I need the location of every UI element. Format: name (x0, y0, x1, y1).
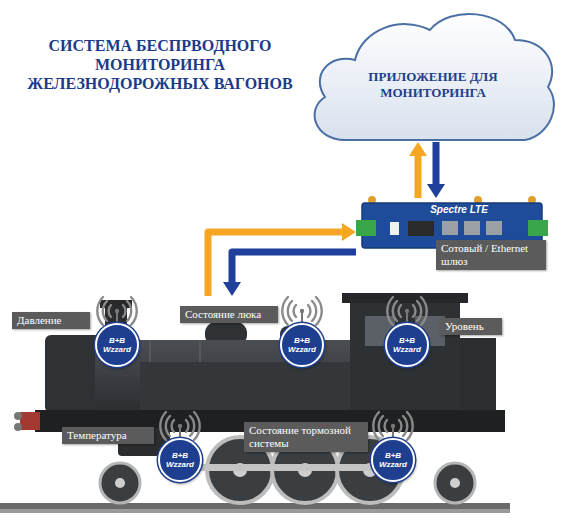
sensor-circle: B+B Wzzard (95, 323, 139, 367)
sensor-node: B+B Wzzard Состояние тормозной системы (244, 418, 419, 486)
connector-arrow (427, 142, 445, 198)
connector-line (208, 232, 346, 296)
sensor-circle: B+B Wzzard (280, 323, 324, 367)
sensor-node: B+B Wzzard Состояние люка (180, 296, 326, 368)
sensor-callout: Состояние люка (180, 306, 278, 323)
connector-line (433, 142, 440, 188)
diagram-title: СИСТЕМА БЕСПРВОДНОГО МОНИТОРИНГА ЖЕЛЕЗНО… (15, 36, 305, 93)
sensor-callout: Давление (12, 312, 90, 329)
arrow-head (342, 223, 356, 241)
sensor-circle: B+B Wzzard (385, 323, 429, 367)
sensor-callout: Уровень (440, 318, 502, 335)
sensor-node: B+B Wzzard Температура (62, 424, 208, 488)
connector-line (232, 252, 356, 286)
sensor-node: B+B Wzzard Уровень (382, 314, 504, 370)
arrow-head (427, 184, 445, 198)
rail (0, 503, 510, 509)
radio-waves (97, 297, 426, 440)
device-brand: Spectre LTE (414, 204, 504, 216)
sensor-callout: Температура (62, 427, 154, 444)
sensor-circle: B+B Wzzard (371, 438, 415, 482)
sensor-brand: B+B Wzzard (284, 336, 320, 354)
sensor-circle: B+B Wzzard (158, 438, 202, 482)
cloud-node: ПРИЛОЖЕНИЕ ДЛЯ МОНИТОРИНГА (300, 5, 562, 142)
sensor-brand: B+B Wzzard (389, 336, 425, 354)
sensor-brand: B+B Wzzard (99, 336, 135, 354)
sensor-callout: Состояние тормозной системы (244, 422, 368, 452)
sensor-node: B+B Wzzard Давление (12, 310, 142, 370)
gateway-node: Spectre LTE Сотовый / Ethernet шлюз (356, 198, 550, 274)
connector-line (415, 152, 422, 198)
sensor-brand: B+B Wzzard (162, 451, 198, 469)
arrow-head (409, 142, 427, 156)
connector-arrow (409, 142, 427, 198)
connector-arrow (208, 223, 356, 296)
sensor-brand: B+B Wzzard (375, 451, 411, 469)
cloud-outline (315, 14, 554, 140)
gateway-callout: Сотовый / Ethernet шлюз (436, 240, 546, 270)
arrow-head (223, 282, 241, 296)
connector-arrow (223, 252, 356, 296)
rail (0, 509, 510, 513)
app-label: ПРИЛОЖЕНИЕ ДЛЯ МОНИТОРИНГА (358, 69, 508, 101)
